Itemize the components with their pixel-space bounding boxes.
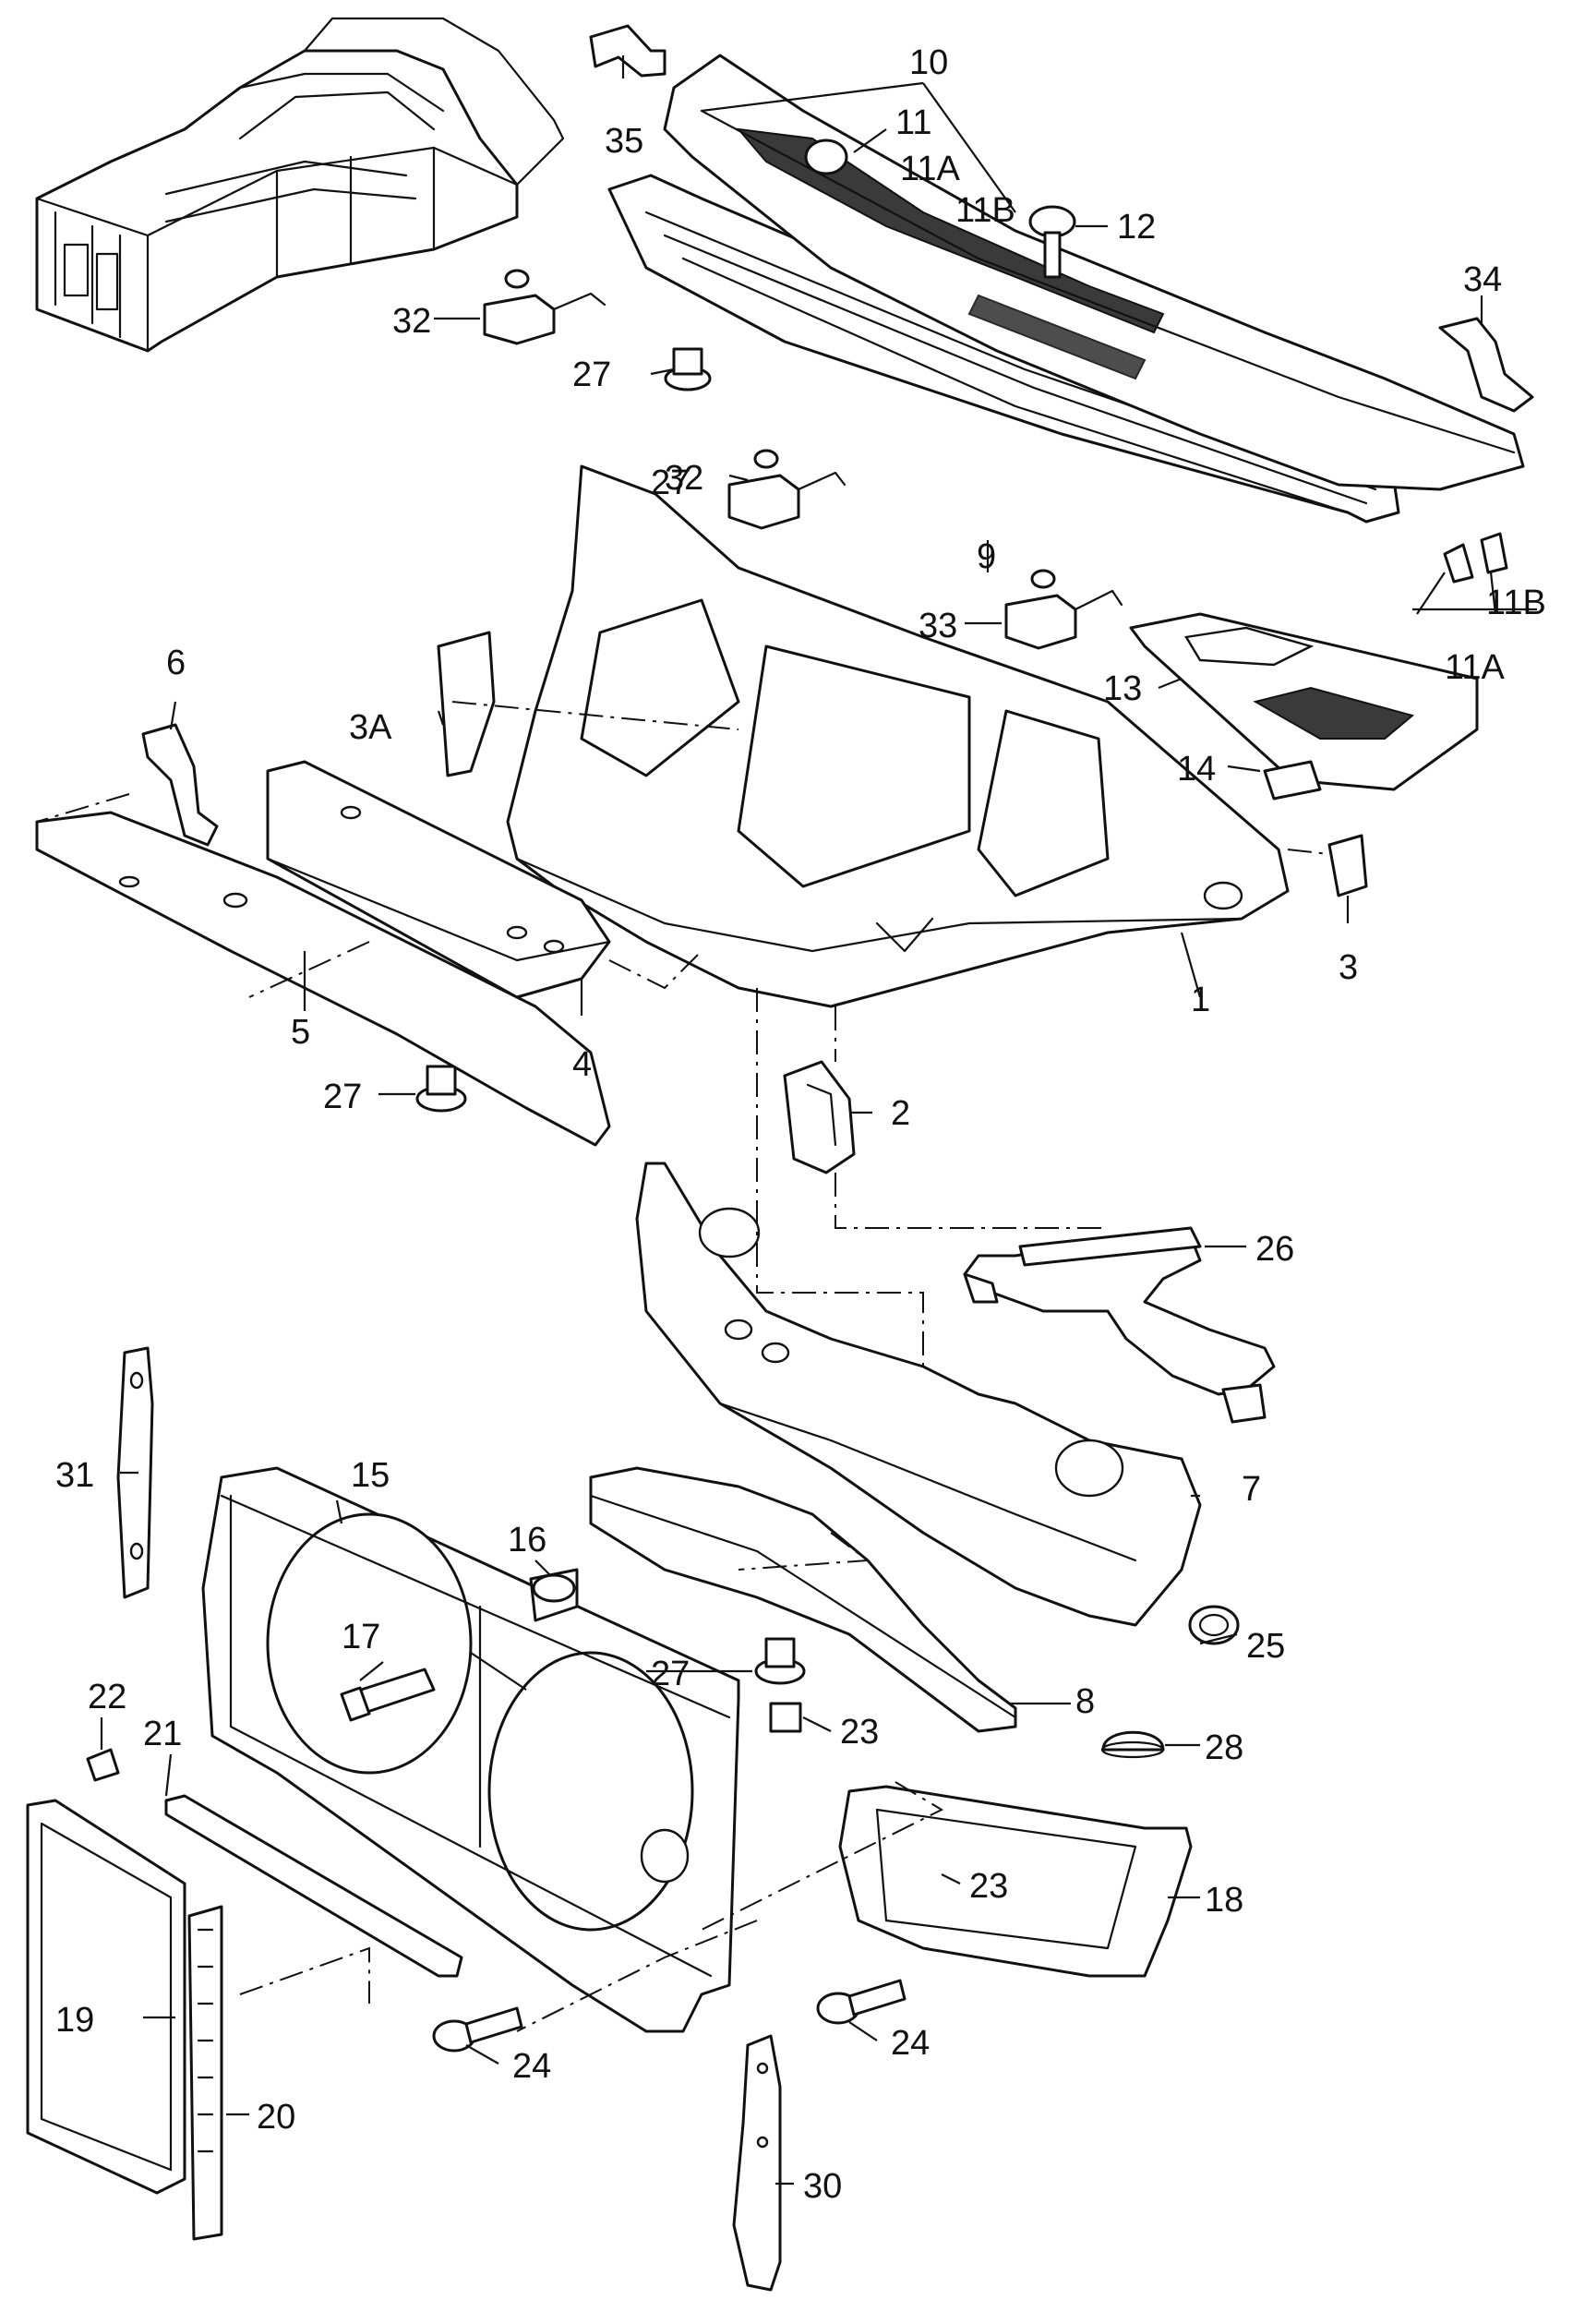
bracket-30 [732,2034,782,2292]
clip-22 [86,1748,120,1782]
leader-lines [100,55,1537,2186]
rubber-mount-32-lower [727,449,847,530]
rubber-mount-32-top [483,269,606,345]
callout-17: 17 [342,1618,380,1656]
callout-33: 33 [919,607,957,645]
callout-31: 31 [55,1456,94,1495]
callout-6: 6 [166,644,186,682]
bolt-24-right [816,1979,907,2025]
bolt-17 [340,1668,436,1722]
bulkhead-1 [506,464,1290,1008]
callout-27-upper: 27 [572,355,611,394]
callout-21: 21 [143,1715,182,1753]
callout-23-lower: 23 [969,1867,1008,1906]
cowl-grille-10 [663,54,1525,491]
air-guide-18 [838,1785,1193,1978]
callout-20: 20 [257,2098,295,2137]
seal-frame-19 [26,1799,186,2195]
callout-27-cowl: 27 [651,464,690,502]
assembly-lines [36,701,1330,2032]
callout-25: 25 [1246,1627,1285,1666]
cap-28 [1100,1730,1165,1759]
bolt-12 [1028,205,1076,279]
callout-32-lower: 32 [665,459,703,498]
callout-24-right: 24 [891,2024,930,2063]
bracket-34 [1438,317,1534,413]
car-body-overview [35,17,565,353]
grommet-25 [1188,1605,1240,1645]
callout-16: 16 [508,1521,546,1559]
grommet-27-left [415,1065,467,1113]
grommet-27-upper [664,347,712,391]
callout-2: 2 [891,1094,910,1133]
callout-3a: 3A [349,708,392,747]
panel-3 [1327,834,1368,897]
member-5 [35,811,611,1147]
callout-labels: 1 2 3 3A 4 5 6 7 8 9 10 11 11A 11B 11A 1… [55,43,1546,2206]
radiator-support-15 [201,1466,740,2033]
air-duct-26 [963,1226,1276,1424]
callout-14: 14 [1177,750,1216,789]
cross-member-7 [635,1162,1202,1627]
callout-24-left: 24 [512,2047,551,2086]
callout-11b-right: 11B [1486,584,1546,622]
clip-11 [804,138,848,175]
rubber-mount-33 [1004,569,1123,650]
callout-11b-top: 11B [955,191,1015,230]
callout-22: 22 [88,1678,126,1716]
callout-1: 1 [1191,981,1210,1019]
callout-27-middle: 27 [651,1655,690,1693]
callout-4: 4 [572,1045,592,1084]
callout-32-upper: 32 [392,302,431,341]
callout-8: 8 [1075,1682,1095,1721]
panel-3a [437,631,496,777]
callout-28: 28 [1205,1728,1243,1767]
clips-11a-11b [1443,532,1508,584]
sleeve-16 [529,1568,579,1622]
cover-13 [1129,612,1479,791]
callout-3: 3 [1339,948,1358,987]
bracket-35 [589,24,666,78]
callout-27-left: 27 [323,1078,362,1116]
callout-35: 35 [605,122,643,161]
nut-23-upper [769,1702,802,1733]
callout-18: 18 [1205,1881,1243,1920]
lower-member-8 [589,1466,1017,1733]
callout-5: 5 [291,1013,310,1052]
callout-23-upper: 23 [840,1713,879,1752]
callout-9: 9 [977,537,996,576]
callout-11a-top: 11A [900,150,960,188]
bracket-2 [783,1060,856,1174]
member-4 [266,760,611,999]
callout-12: 12 [1117,208,1156,247]
callout-30: 30 [803,2167,842,2206]
callout-34: 34 [1463,260,1502,299]
callout-10: 10 [909,43,948,82]
callout-13: 13 [1103,669,1142,708]
callout-7: 7 [1242,1470,1261,1509]
seal-strip-21 [164,1794,463,1978]
callout-11a-right: 11A [1445,648,1505,687]
callout-26: 26 [1255,1230,1294,1269]
grommet-27-middle [754,1637,806,1685]
bracket-6 [141,723,219,847]
callout-15: 15 [351,1456,390,1495]
clip-14 [1263,760,1322,801]
callout-11: 11 [895,103,931,142]
callout-19: 19 [55,2001,94,2040]
foam-strip-20 [187,1905,223,2241]
bolt-24-left [432,2006,523,2053]
